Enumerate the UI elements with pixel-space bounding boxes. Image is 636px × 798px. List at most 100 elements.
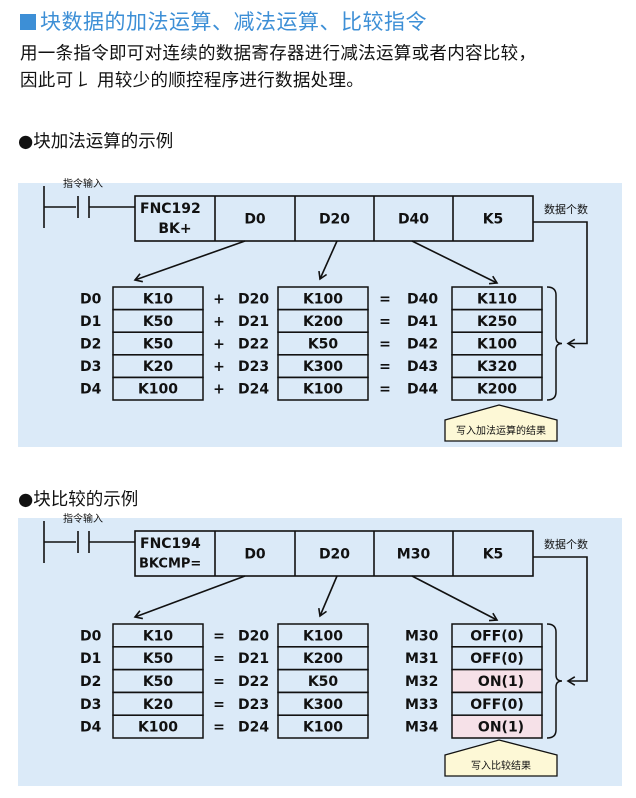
row-s2-register: D21	[238, 314, 269, 330]
row-s2-register: D23	[238, 697, 269, 713]
cell-s2-value: K100	[303, 628, 343, 644]
operator-sign: =	[213, 720, 225, 736]
row-s1-register: D4	[80, 382, 102, 398]
cell-s2-value: K300	[303, 359, 343, 375]
cell-s2	[277, 376, 369, 401]
arrow-s2-head	[318, 270, 328, 281]
arrow-s1-head	[133, 273, 143, 283]
cell-s1-value: K100	[138, 382, 178, 398]
cell-d-value: K320	[477, 359, 517, 375]
operator-sign: =	[213, 628, 225, 644]
instruction-operand-2: D40	[398, 212, 429, 228]
input-label: 指令输入	[63, 512, 103, 525]
row-s2-register: D21	[238, 651, 269, 667]
input-label: 指令输入	[63, 177, 103, 190]
arrow-s2-head	[318, 607, 327, 618]
section-heading-add: ●块加法运算的示例	[18, 132, 174, 152]
count-label: 数据个数	[544, 537, 588, 551]
cell-d-value: K200	[477, 382, 517, 398]
row-d-register: D42	[407, 337, 438, 353]
count-feedback-line	[533, 221, 588, 345]
row-d-register: M33	[405, 697, 438, 713]
cell-d-value: ON(1)	[478, 674, 524, 690]
cell-s1-value: K10	[143, 291, 174, 307]
instruction-fnc: FNC192	[140, 201, 201, 217]
cell-d	[451, 714, 543, 739]
row-s1-register: D0	[80, 628, 102, 644]
description-line-1: 用一条指令即可对连续的数据寄存器进行减法运算或者内容比较，	[20, 44, 537, 64]
cell-s2-value: K300	[303, 697, 343, 713]
cell-s2-value: K200	[303, 651, 343, 667]
arrow-s1-head	[133, 610, 144, 620]
arrow-d-head	[488, 275, 499, 285]
equals-sign: =	[379, 382, 391, 398]
row-d-register: M31	[405, 651, 438, 667]
result-callout	[444, 739, 558, 777]
operator-sign: =	[213, 697, 225, 713]
cell-s2-value: K100	[303, 720, 343, 736]
arrow-d	[411, 240, 498, 284]
operator-sign: +	[213, 359, 225, 375]
equals-sign: =	[379, 291, 391, 307]
instruction-mnemonic: BK+	[158, 221, 191, 237]
equals-sign: =	[379, 314, 391, 330]
operator-sign: =	[213, 651, 225, 667]
row-s2-register: D22	[238, 674, 269, 690]
result-callout-label: 写入加法运算的结果	[456, 424, 546, 437]
instruction-operand-3: K5	[483, 212, 504, 228]
count-label: 数据个数	[544, 202, 588, 216]
arrow-d	[411, 575, 498, 621]
instruction-operand-1: D20	[319, 212, 350, 228]
row-d-register: M30	[405, 628, 439, 644]
square-bullet-icon	[20, 14, 36, 30]
cell-s1-value: K20	[143, 359, 174, 375]
row-s1-register: D1	[80, 314, 101, 330]
cell-s1-value: K50	[143, 674, 174, 690]
instruction-mnemonic: BKCMP=	[139, 557, 201, 572]
cell-d-value: K250	[477, 314, 517, 330]
row-d-register: M32	[405, 674, 438, 690]
cell-d-value: OFF(0)	[470, 651, 524, 667]
cell-s1-value: K20	[143, 697, 174, 713]
cell-d-value: ON(1)	[478, 720, 524, 736]
count-arrow-head	[566, 676, 576, 686]
instruction-fnc: FNC194	[140, 536, 201, 552]
arrow-s2	[319, 575, 338, 617]
cell-s2-value: K50	[308, 674, 339, 690]
row-s1-register: D2	[80, 674, 101, 690]
bracket-brace	[546, 623, 563, 739]
bracket-brace	[546, 286, 563, 401]
instruction-operand-0: D0	[244, 547, 266, 563]
arrow-d-head	[488, 612, 499, 622]
row-d-register: D40	[407, 291, 438, 307]
row-s1-register: D4	[80, 720, 102, 736]
cell-s1	[112, 714, 204, 739]
row-s1-register: D2	[80, 337, 101, 353]
section-heading-compare: ●块比较的示例	[18, 490, 139, 510]
cell-s1-value: K100	[138, 720, 178, 736]
arrow-s2	[319, 240, 338, 280]
row-s2-register: D20	[238, 628, 269, 644]
cell-s2-value: K50	[308, 337, 339, 353]
row-s1-register: D1	[80, 651, 101, 667]
operator-sign: +	[213, 291, 225, 307]
page-title-text: 块数据的加法运算、减法运算、比较指令	[40, 10, 427, 34]
row-s2-register: D22	[238, 337, 269, 353]
equals-sign: =	[379, 337, 391, 353]
arrow-s1	[134, 575, 246, 618]
cell-s2-value: K200	[303, 314, 343, 330]
row-s2-register: D24	[238, 720, 269, 736]
row-d-register: D44	[407, 382, 438, 398]
row-s1-register: D3	[80, 697, 101, 713]
cell-s2-value: K100	[303, 291, 343, 307]
page-title: 块数据的加法运算、减法运算、比较指令	[20, 6, 427, 36]
cell-s2	[277, 714, 369, 739]
row-d-register: M34	[405, 720, 439, 736]
cell-d	[451, 376, 543, 401]
cell-s1-value: K10	[143, 628, 174, 644]
cell-d-value: K100	[477, 337, 517, 353]
